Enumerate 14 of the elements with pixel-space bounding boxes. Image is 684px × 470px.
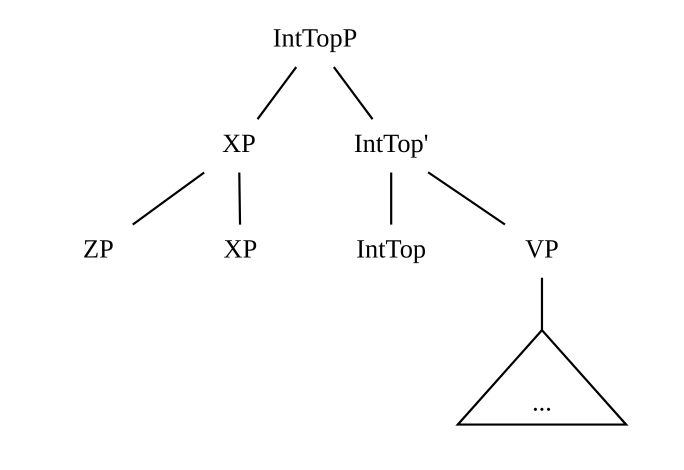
node-text: XP <box>223 234 257 264</box>
connector <box>426 171 506 226</box>
node-text: VP <box>524 234 558 264</box>
connector <box>238 172 241 225</box>
connector <box>390 172 392 225</box>
node-text: IntTop <box>356 234 426 264</box>
node-text: XP <box>222 129 256 158</box>
node-text: ZP <box>82 234 114 264</box>
connector <box>540 278 543 330</box>
connector <box>332 66 373 120</box>
connector <box>132 172 204 226</box>
node-text: IntTop' <box>353 129 428 158</box>
node-text: IntTopP <box>272 24 357 53</box>
connector <box>256 66 297 120</box>
